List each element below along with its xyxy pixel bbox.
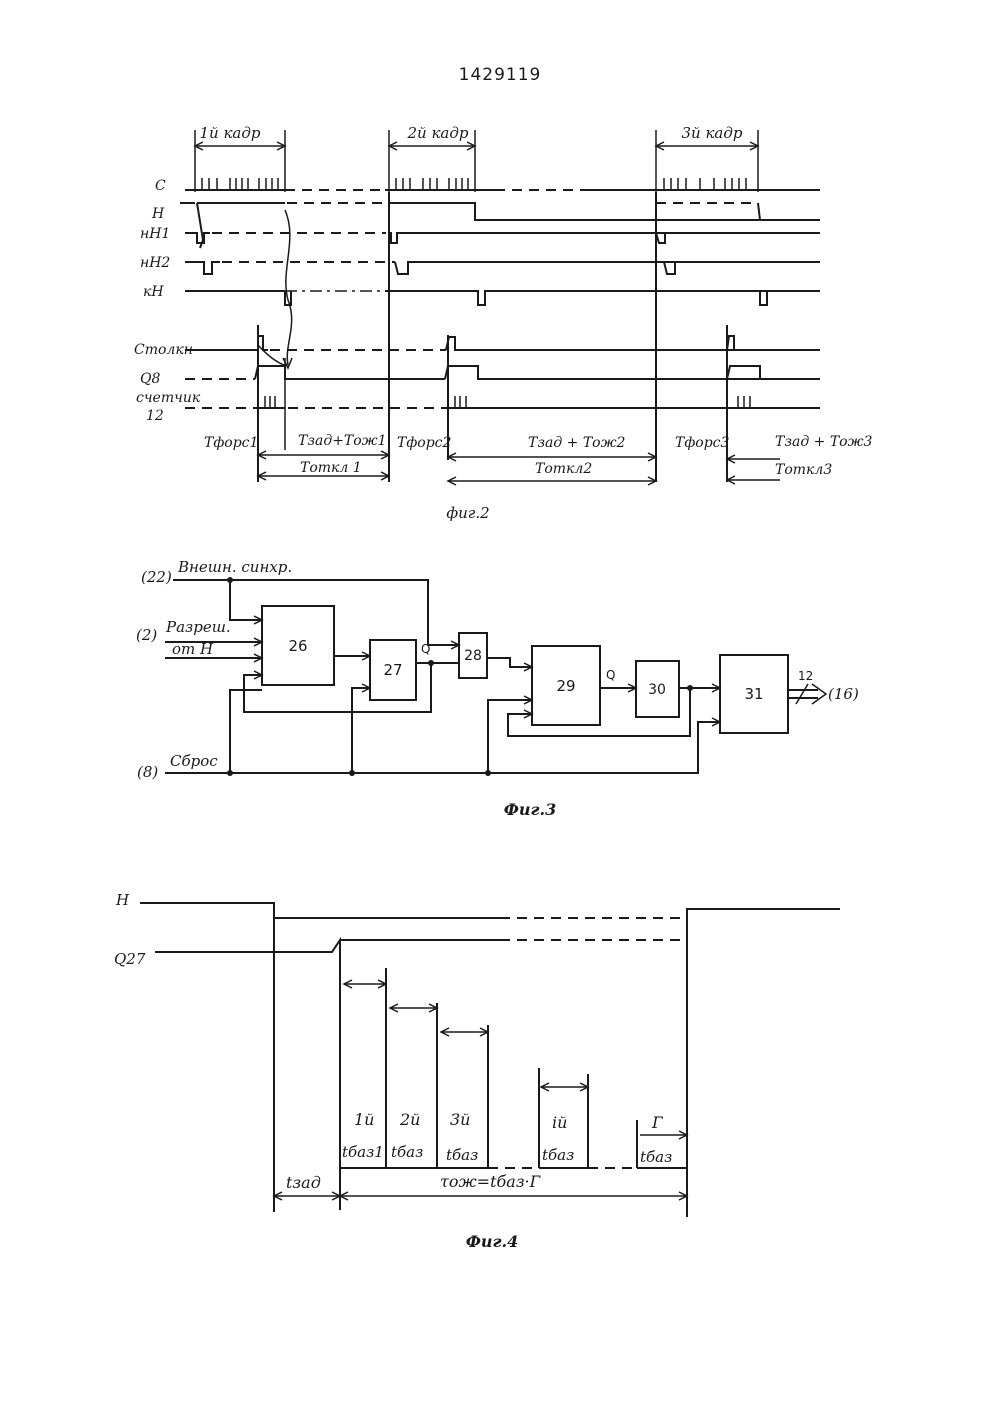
signal-trace-q8 xyxy=(185,366,820,379)
page-number: 1429119 xyxy=(459,65,542,85)
pulse-index-i: iй xyxy=(552,1113,567,1132)
pulse-width-1: tбаз1 xyxy=(342,1143,384,1161)
pulse-index-2: 2й xyxy=(399,1110,420,1129)
pulse-width-g: tбаз xyxy=(640,1148,672,1166)
interval-tzad-3: Тзад + Тож3 xyxy=(775,434,873,450)
signal-label-counter-num: 12 xyxy=(146,408,164,424)
pulse-index-1: 1й xyxy=(354,1110,374,1129)
fig4-signal-q27: Q27 xyxy=(114,950,146,968)
fig4-caption: Фиг.4 xyxy=(466,1232,519,1251)
signal-trace-kh xyxy=(185,291,820,305)
fig3-caption: Фиг.3 xyxy=(504,800,557,819)
frame-3-label: 3й кадр xyxy=(682,124,743,142)
pulse-index-g: Г xyxy=(651,1113,664,1132)
interval-tzad-2: Тзад + Тож2 xyxy=(528,435,626,451)
fig2-frame-markers: 1й кадр 2й кадр 3й кадр xyxy=(195,124,758,192)
pulse-width-i: tбаз xyxy=(542,1146,574,1164)
interval-tfors-2: Тфорс2 xyxy=(397,435,452,451)
fig3-block-diagram: (22) Внешн. синхр. (2) Разреш. от Н (8) … xyxy=(136,558,859,819)
signal-label-c: С xyxy=(155,178,166,194)
pulse-index-3: 3й xyxy=(450,1110,470,1129)
pulse-width-3: tбаз xyxy=(446,1146,478,1164)
input-enable-label-1: Разреш. xyxy=(165,618,231,636)
signal-trace-c xyxy=(185,178,820,190)
signal-label-collision: Столкн xyxy=(134,342,193,358)
interval-tfors-1: Тфорс1 xyxy=(204,435,258,451)
signal-label-kh: кН xyxy=(143,284,164,300)
interval-tzad-1: Тзад+Тож1 xyxy=(298,433,387,449)
block-30-label: 30 xyxy=(648,682,666,698)
input-sync-ref: (22) xyxy=(141,568,172,586)
input-reset-label: Сброс xyxy=(170,752,218,770)
input-reset-ref: (8) xyxy=(137,763,158,781)
signal-label-q8: Q8 xyxy=(140,371,160,387)
t-zad-label: tзад xyxy=(286,1173,321,1192)
output-bit-width: 12 xyxy=(798,669,813,683)
signal-label-counter: счетчик xyxy=(136,390,201,406)
fig4-signal-h: Н xyxy=(115,891,130,909)
signal-trace-nh2 xyxy=(185,262,820,274)
signal-trace-nh1 xyxy=(185,233,820,243)
signal-label-h: Н xyxy=(151,206,165,222)
frame-1-label: 1й кадр xyxy=(200,124,261,142)
fig4-timing-diagram: Н Q27 1й 2й 3й iй Г tбаз1 tбаз tбаз tба xyxy=(114,891,840,1251)
fig2-timing-diagram: 1й кадр 2й кадр 3й кадр С Н нН1 нН2 кН С… xyxy=(134,124,873,522)
fig2-interval-annotations: Тфорс1 Тзад+Тож1 Тоткл 1 Тфорс2 Тзад + Т… xyxy=(204,433,873,485)
t-ozh-label: τож=tбаз·Г xyxy=(440,1172,542,1191)
block-26-label: 26 xyxy=(288,637,307,655)
block-29-q-label: Q xyxy=(606,668,615,682)
input-enable-ref: (2) xyxy=(136,626,157,644)
frame-2-label: 2й кадр xyxy=(407,124,469,142)
fig2-caption: фиг.2 xyxy=(446,504,489,522)
interval-tfors-3: Тфорс3 xyxy=(675,435,730,451)
signal-trace-h xyxy=(180,203,820,248)
signal-trace-collision xyxy=(185,336,820,350)
signal-label-nh2: нН2 xyxy=(140,255,170,271)
block-29-label: 29 xyxy=(556,677,575,695)
input-sync-label: Внешн. синхр. xyxy=(177,558,292,576)
block-27-label: 27 xyxy=(383,661,402,679)
signal-trace-counter xyxy=(185,396,820,408)
block-28-label: 28 xyxy=(464,648,482,664)
fig2-signal-labels: С Н нН1 нН2 кН Столкн Q8 счетчик 12 xyxy=(134,178,201,424)
signal-label-nh1: нН1 xyxy=(140,226,170,242)
interval-totkl-1: Тоткл 1 xyxy=(300,460,362,476)
pulse-width-2: tбаз xyxy=(391,1143,423,1161)
output-ref: (16) xyxy=(828,685,859,703)
block-31-label: 31 xyxy=(744,685,763,703)
interval-totkl-3: Тоткл3 xyxy=(775,462,832,478)
interval-totkl-2: Тоткл2 xyxy=(535,461,592,477)
